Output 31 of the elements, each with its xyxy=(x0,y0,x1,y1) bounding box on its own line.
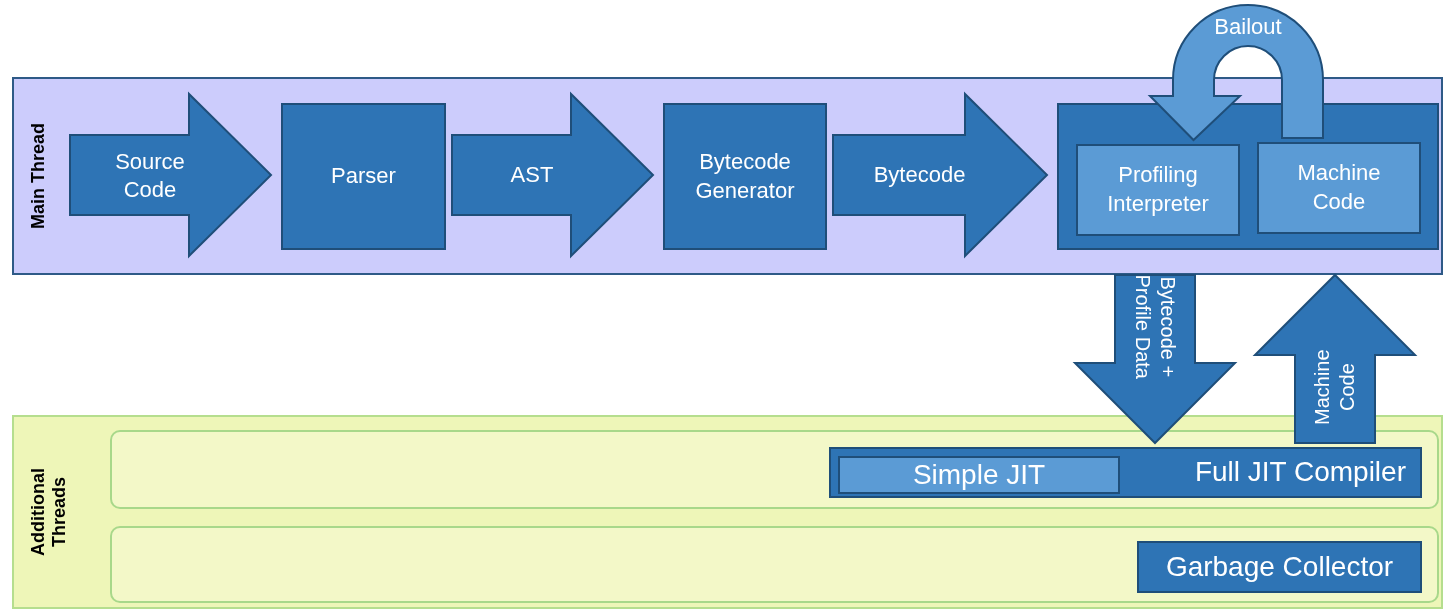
edge-label: Bytecode xyxy=(873,161,966,189)
box-label: Parser xyxy=(331,162,396,191)
block-arrow xyxy=(832,91,1049,259)
box-label: Simple JIT xyxy=(912,457,1046,492)
box-label: Machine Code xyxy=(1296,159,1382,216)
edge-label: Machine Code xyxy=(1310,348,1359,427)
process-box xyxy=(1057,103,1439,250)
process-box xyxy=(1257,142,1421,234)
process-box xyxy=(838,456,1120,494)
thread-heading: Main Thread xyxy=(28,122,49,231)
edge-label: Bytecode + Profile Data xyxy=(1131,273,1180,382)
block-arrow xyxy=(1252,273,1418,444)
block-arrow xyxy=(1072,274,1238,445)
block-arrow xyxy=(1149,4,1324,141)
process-box xyxy=(1137,541,1422,593)
box-label: Profiling Interpreter xyxy=(1106,161,1210,218)
block-arrow xyxy=(69,91,273,259)
block-arrow xyxy=(451,91,655,259)
edge-label: Source Code xyxy=(114,147,186,203)
edge-label: AST xyxy=(510,161,554,189)
process-box xyxy=(1076,144,1240,236)
box-label: Bytecode Generator xyxy=(694,147,796,205)
box-label: Garbage Collector xyxy=(1165,549,1394,584)
process-box xyxy=(281,103,446,250)
process-box xyxy=(829,447,1422,498)
edge-label: Bailout xyxy=(1214,13,1282,41)
box-label: Full JIT Compiler xyxy=(1194,455,1406,490)
process-box xyxy=(663,103,827,250)
thread-lane xyxy=(110,526,1439,603)
thread-lane xyxy=(110,430,1439,509)
thread-heading: Additional Threads xyxy=(28,467,70,558)
